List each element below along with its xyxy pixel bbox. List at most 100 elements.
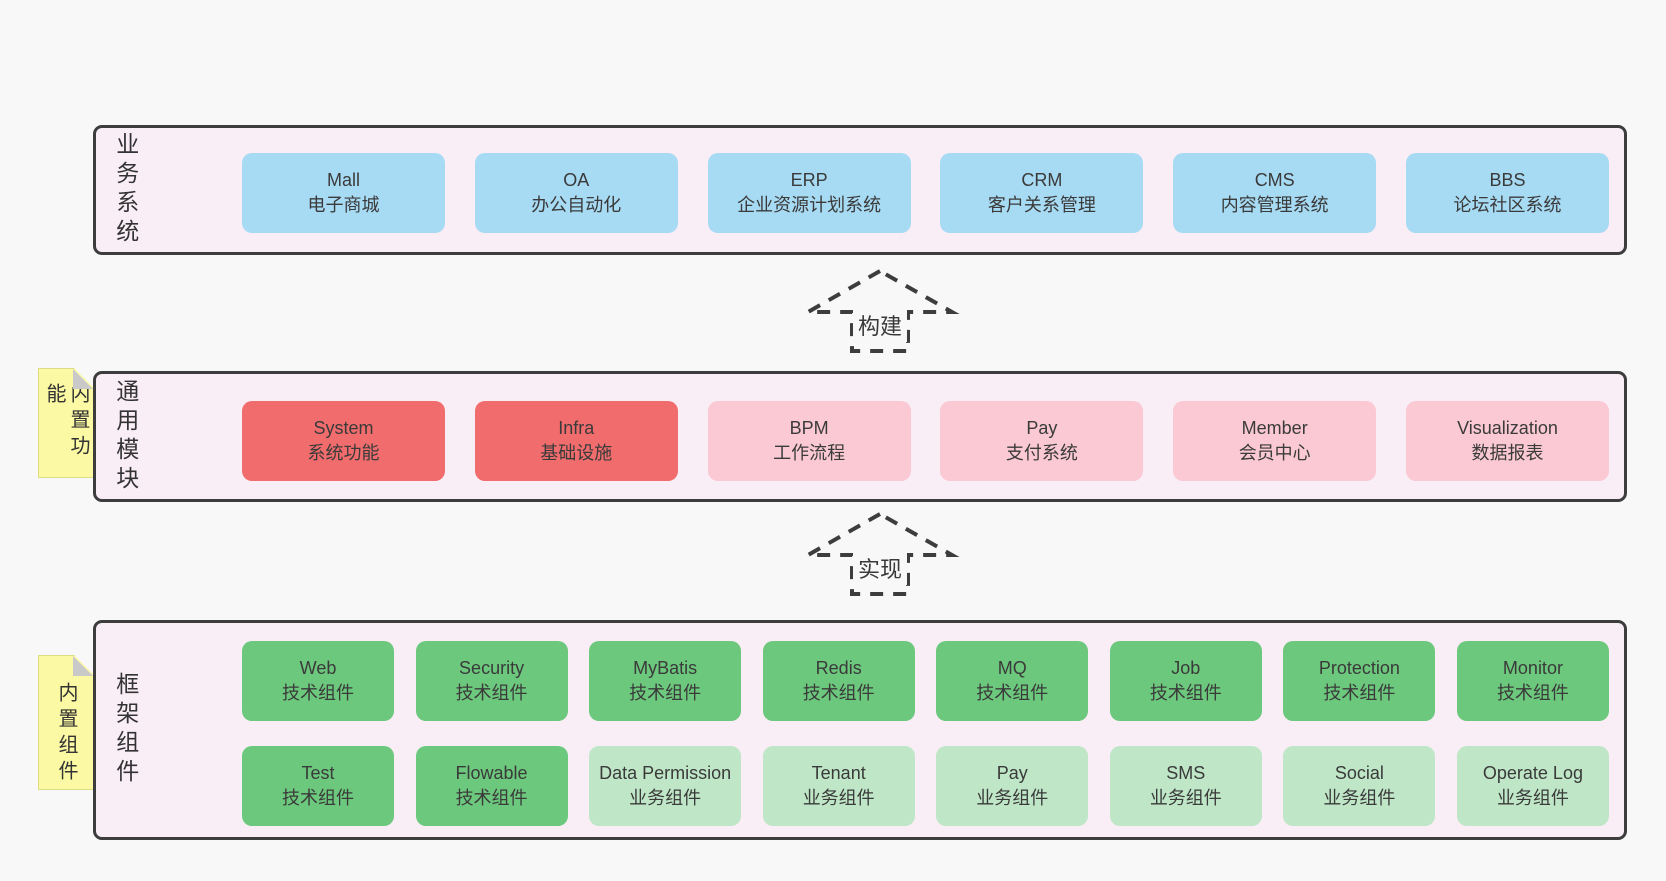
diagram-box-system: System 系统功能 xyxy=(242,401,445,481)
panel-business-systems: 业务系统 Mall 电子商城 OA 办公自动化 ERP 企业资源计划系统 CRM 客户关系管理… xyxy=(93,125,1627,255)
box-subtitle: 客户关系管理 xyxy=(987,195,1096,215)
box-title: Member xyxy=(1241,418,1308,438)
box-subtitle: 工作流程 xyxy=(773,443,846,463)
box-subtitle: 支付系统 xyxy=(1005,443,1078,463)
box-subtitle: 业务组件 xyxy=(802,788,875,808)
box-subtitle: 基础设施 xyxy=(540,443,613,463)
box-subtitle: 技术组件 xyxy=(455,788,528,808)
box-title: Monitor xyxy=(1502,658,1563,678)
box-title: Pay xyxy=(996,763,1028,783)
diagram-box-sms: SMS 业务组件 xyxy=(1109,746,1262,826)
diagram-box-job: Job 技术组件 xyxy=(1109,641,1262,721)
implement-arrow-label: 实现 xyxy=(852,551,908,585)
box-subtitle: 办公自动化 xyxy=(531,195,622,215)
panel-title-business-systems: 业务系统 xyxy=(112,132,139,248)
box-subtitle: 技术组件 xyxy=(1149,683,1222,703)
box-title: Redis xyxy=(815,658,862,678)
box-title: BPM xyxy=(789,418,829,438)
diagram-box-visualization: Visualization 数据报表 xyxy=(1405,401,1609,481)
business-systems-row: Mall 电子商城 OA 办公自动化 ERP 企业资源计划系统 CRM 客户关系管理 CMS 内容… xyxy=(242,153,1609,233)
box-subtitle: 业务组件 xyxy=(629,788,702,808)
box-subtitle: 技术组件 xyxy=(1496,683,1569,703)
box-subtitle: 业务组件 xyxy=(1496,788,1569,808)
sticky-note-built-in-functions: 内置功能 xyxy=(38,368,94,478)
box-subtitle: 技术组件 xyxy=(282,683,354,703)
diagram-box-bpm: BPM 工作流程 xyxy=(707,401,911,481)
diagram-box-monitor: Monitor 技术组件 xyxy=(1456,641,1609,721)
box-title: Web xyxy=(299,658,337,678)
box-title: Visualization xyxy=(1457,418,1558,438)
sticky-note-label: 内置功能 xyxy=(43,383,89,461)
box-title: Test xyxy=(301,763,335,783)
box-subtitle: 技术组件 xyxy=(1323,683,1396,703)
box-title: Security xyxy=(459,658,525,678)
diagram-box-social: Social 业务组件 xyxy=(1283,746,1436,826)
diagram-box-operate-log: Operate Log 业务组件 xyxy=(1456,746,1609,826)
implement-arrow-icon: 实现 xyxy=(800,509,960,599)
box-subtitle: 业务组件 xyxy=(976,788,1049,808)
box-title: MyBatis xyxy=(633,658,698,678)
diagram-box-erp: ERP 企业资源计划系统 xyxy=(707,153,911,233)
box-title: Flowable xyxy=(455,763,528,783)
diagram-box-mall: Mall 电子商城 xyxy=(242,153,445,233)
box-title: System xyxy=(313,418,374,438)
box-title: Tenant xyxy=(811,763,866,783)
diagram-box-flowable: Flowable 技术组件 xyxy=(415,746,568,826)
sticky-note-built-in-components: 内置组件 xyxy=(38,655,94,790)
panel-title-common-modules: 通用模块 xyxy=(112,378,139,495)
box-title: Operate Log xyxy=(1482,763,1583,783)
box-subtitle: 业务组件 xyxy=(1323,788,1396,808)
box-title: ERP xyxy=(790,170,828,190)
diagram-box-mq: MQ 技术组件 xyxy=(936,641,1089,721)
box-subtitle: 技术组件 xyxy=(629,683,702,703)
box-subtitle: 技术组件 xyxy=(455,683,528,703)
diagram-box-pay: Pay 支付系统 xyxy=(940,401,1144,481)
build-arrow-label: 构建 xyxy=(852,308,908,342)
box-subtitle: 系统功能 xyxy=(307,443,380,463)
box-subtitle: 数据报表 xyxy=(1471,443,1544,463)
diagram-box-test: Test 技术组件 xyxy=(242,746,394,826)
box-subtitle: 论坛社区系统 xyxy=(1453,195,1562,215)
box-title: OA xyxy=(563,170,590,190)
box-subtitle: 技术组件 xyxy=(976,683,1049,703)
box-title: MQ xyxy=(997,658,1027,678)
box-subtitle: 技术组件 xyxy=(802,683,875,703)
box-subtitle: 企业资源计划系统 xyxy=(737,195,882,215)
box-subtitle: 业务组件 xyxy=(1149,788,1222,808)
diagram-box-bbs: BBS 论坛社区系统 xyxy=(1405,153,1609,233)
diagram-box-mybatis: MyBatis 技术组件 xyxy=(589,641,742,721)
panel-title-framework-components: 框架组件 xyxy=(112,672,139,788)
diagram-box-security: Security 技术组件 xyxy=(415,641,568,721)
diagram-box-cms: CMS 内容管理系统 xyxy=(1173,153,1377,233)
sticky-note-label: 内置组件 xyxy=(55,682,77,786)
diagram-box-tenant: Tenant 业务组件 xyxy=(762,746,915,826)
box-subtitle: 电子商城 xyxy=(307,195,380,215)
box-title: CMS xyxy=(1254,170,1295,190)
box-title: Social xyxy=(1334,763,1384,783)
box-subtitle: 技术组件 xyxy=(282,788,354,808)
box-title: Mall xyxy=(326,170,360,190)
box-title: BBS xyxy=(1489,170,1526,190)
box-subtitle: 内容管理系统 xyxy=(1220,195,1329,215)
box-title: CRM xyxy=(1021,170,1063,190)
note-fold-corner-icon xyxy=(73,656,93,676)
diagram-box-redis: Redis 技术组件 xyxy=(762,641,915,721)
diagram-box-web: Web 技术组件 xyxy=(242,641,394,721)
box-title: SMS xyxy=(1166,763,1206,783)
diagram-box-pay: Pay 业务组件 xyxy=(936,746,1089,826)
note-fold-corner-icon xyxy=(73,369,93,389)
box-title: Job xyxy=(1171,658,1201,678)
diagram-box-oa: OA 办公自动化 xyxy=(474,153,678,233)
diagram-box-crm: CRM 客户关系管理 xyxy=(940,153,1144,233)
box-title: Protection xyxy=(1318,658,1400,678)
box-title: Pay xyxy=(1026,418,1058,438)
diagram-box-protection: Protection 技术组件 xyxy=(1283,641,1436,721)
